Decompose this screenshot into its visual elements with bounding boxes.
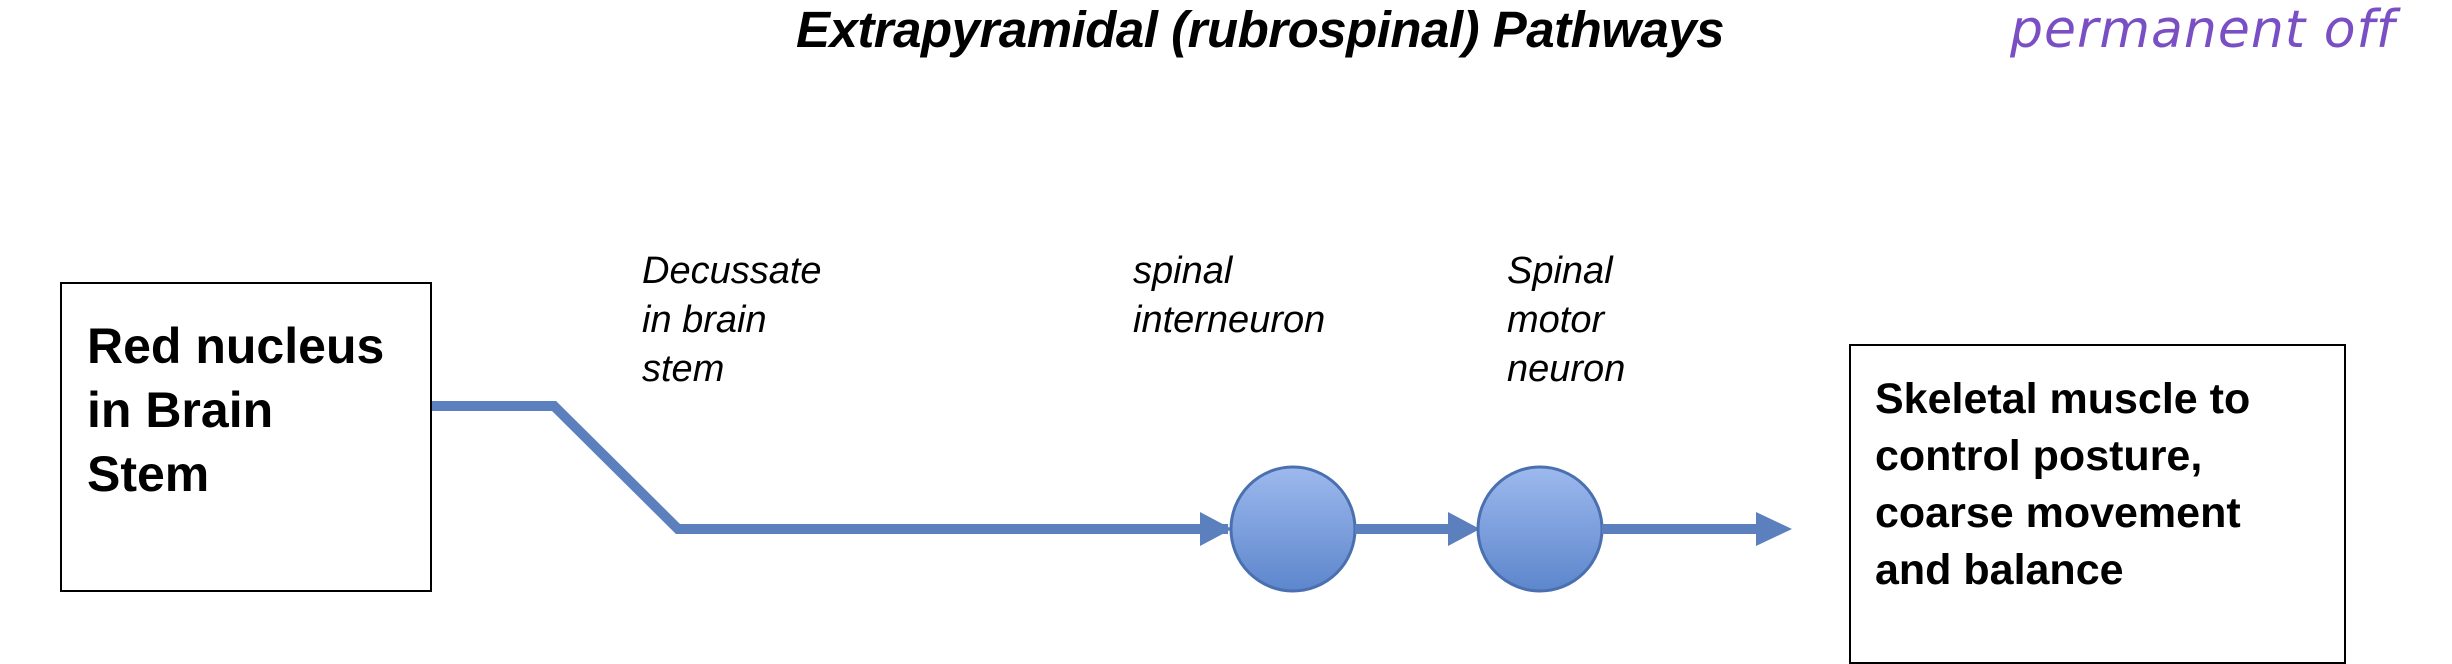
decussation-path	[432, 401, 1228, 534]
interneuron-node	[1229, 465, 1357, 593]
pathway-diagram	[432, 401, 1792, 593]
arrowhead-to-muscle	[1756, 512, 1792, 546]
decussate-label: Decussate in brain stem	[642, 250, 822, 390]
source-box-label: Red nucleus in Brain Stem	[87, 318, 385, 502]
arrowhead-to-interneuron	[1200, 512, 1232, 546]
target-box-skeletal-muscle: Skeletal muscle to control posture, coar…	[1849, 344, 2346, 664]
interneuron-label: spinal interneuron	[1133, 250, 1326, 341]
target-box-label: Skeletal muscle to control posture, coar…	[1875, 375, 2251, 594]
handwritten-note: permanent off	[2010, 0, 2396, 60]
motor-neuron-node	[1476, 465, 1604, 593]
source-box-red-nucleus: Red nucleus in Brain Stem	[60, 282, 432, 592]
arrowhead-to-motor-neuron	[1448, 512, 1480, 546]
diagram-title: Extrapyramidal (rubrospinal) Pathways	[795, 1, 1725, 58]
motor-neuron-label: Spinal motor neuron	[1507, 250, 1626, 390]
